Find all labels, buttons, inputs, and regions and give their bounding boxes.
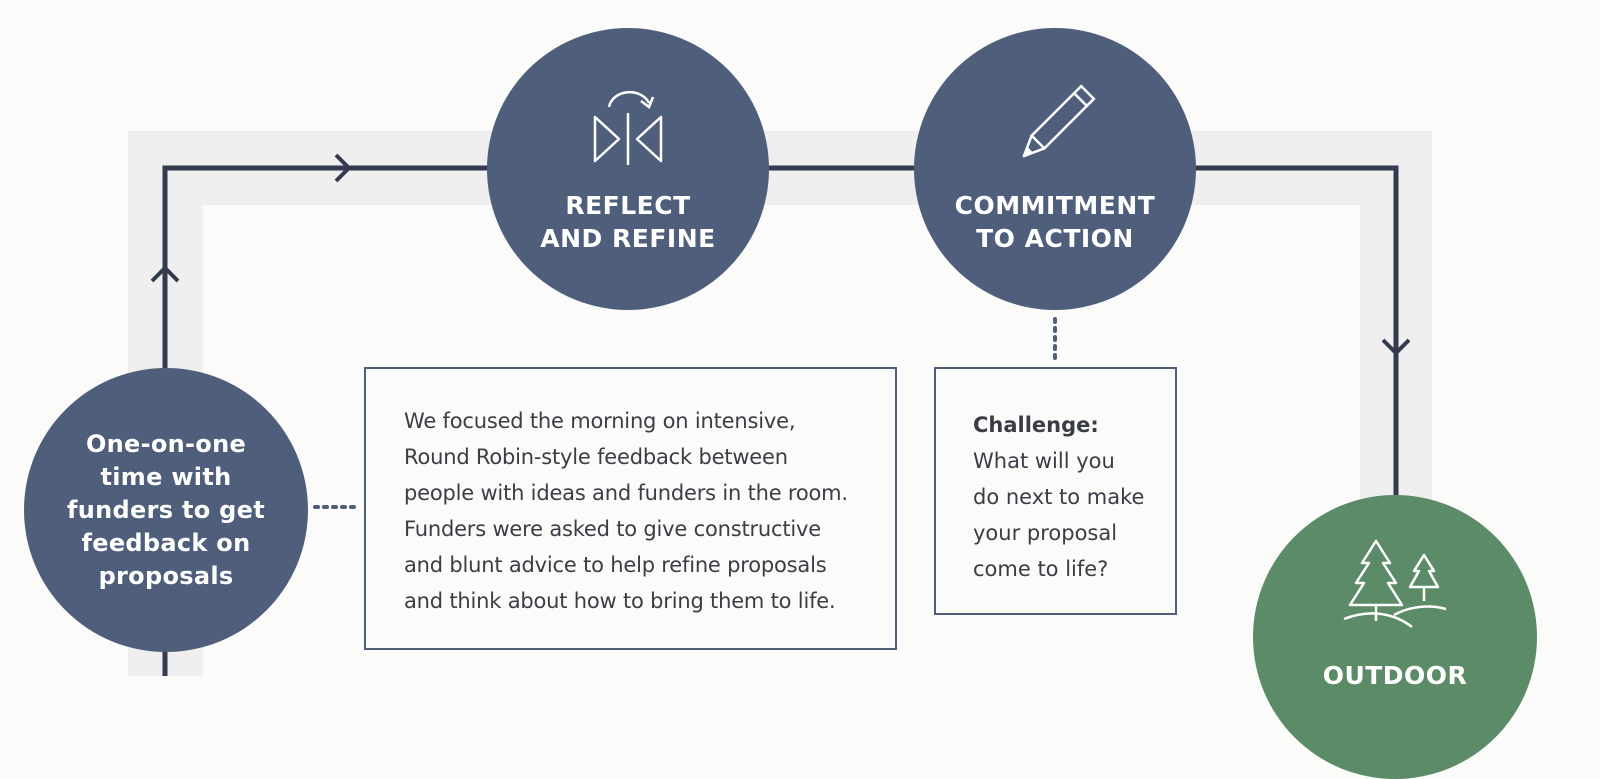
process-diagram: REFLECT AND REFINE COMMITMENT TO ACTION … xyxy=(24,28,1537,779)
arrow-right-marker xyxy=(334,153,352,183)
step-reflect-and-refine: REFLECT AND REFINE xyxy=(487,28,769,310)
pencil-icon xyxy=(1022,84,1096,158)
feedback-text: We focused the morning on intensive, Rou… xyxy=(404,409,848,613)
step-title: COMMITMENT TO ACTION xyxy=(954,191,1156,253)
feedback-description-box: We focused the morning on intensive, Rou… xyxy=(364,367,897,650)
step-title: One-on-one time with funders to get feed… xyxy=(67,429,265,590)
challenge-label: Challenge: xyxy=(973,413,1099,437)
mirror-reflect-icon xyxy=(593,90,663,165)
step-outdoor: OUTDOOR xyxy=(1253,495,1537,779)
step-one-on-one: One-on-one time with funders to get feed… xyxy=(24,368,308,652)
background-band xyxy=(128,131,1432,676)
arrow-down-marker xyxy=(1381,338,1411,356)
challenge-box: Challenge: What will you do next to make… xyxy=(934,367,1177,615)
step-commitment-to-action: COMMITMENT TO ACTION xyxy=(914,28,1196,310)
step-title: REFLECT AND REFINE xyxy=(540,191,716,253)
challenge-text: What will you do next to make your propo… xyxy=(973,449,1145,581)
arrow-up-marker xyxy=(150,265,180,283)
trees-icon xyxy=(1343,539,1447,628)
